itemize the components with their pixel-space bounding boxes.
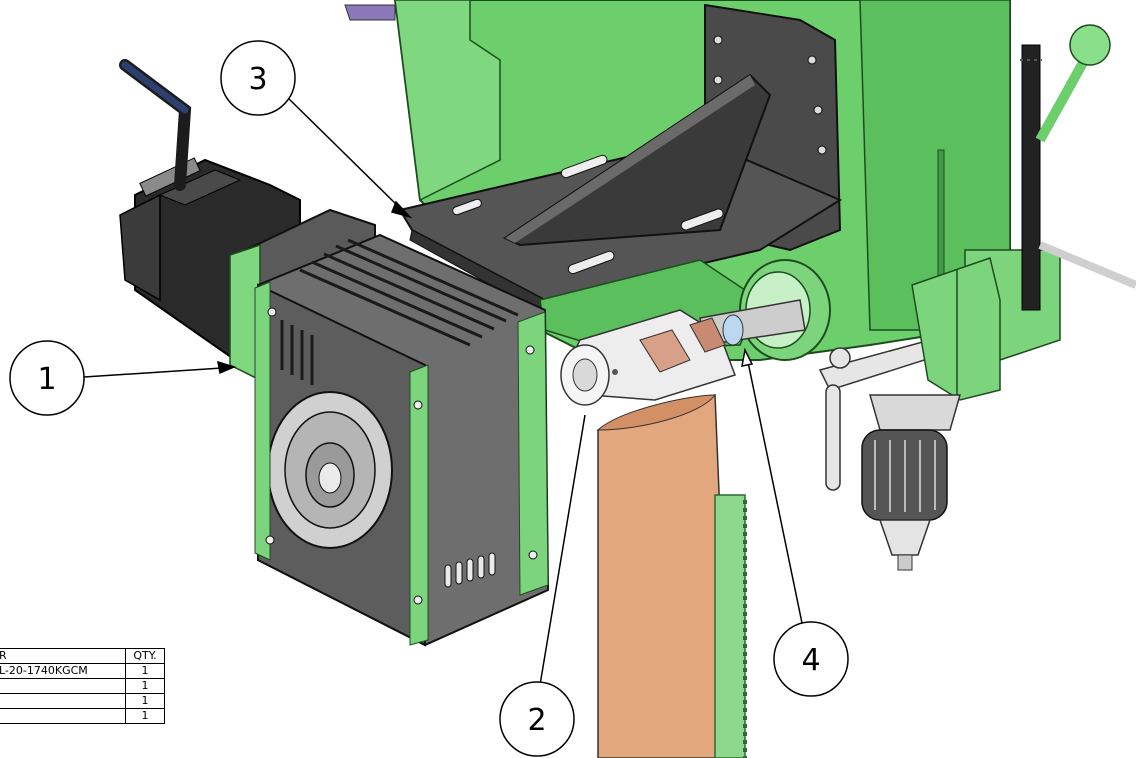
drill-chuck bbox=[861, 394, 961, 571]
drill-column bbox=[596, 394, 747, 758]
bill-of-materials-table: R QTY. L-20-1740KGCM 1 1 1 1 bbox=[0, 648, 165, 724]
top-part-edge bbox=[344, 4, 396, 21]
bom-qty-cell: 1 bbox=[125, 678, 165, 694]
balloon-1: 1 bbox=[9, 340, 85, 416]
leader-line-1 bbox=[83, 367, 223, 378]
bom-header-row: R QTY. bbox=[0, 648, 165, 664]
bom-qty-cell: 1 bbox=[125, 663, 165, 679]
drive-shaft bbox=[699, 299, 806, 346]
feed-handle bbox=[1035, 24, 1136, 289]
bom-row: 1 bbox=[0, 678, 165, 694]
arrowhead-4 bbox=[741, 347, 754, 367]
bom-part-cell bbox=[0, 693, 126, 709]
arrowhead-3 bbox=[390, 200, 413, 219]
feed-rack bbox=[1020, 44, 1042, 311]
arrowhead-1 bbox=[217, 360, 237, 375]
leader-lines bbox=[83, 94, 803, 686]
balloon-3: 3 bbox=[220, 40, 296, 116]
worm-gearbox bbox=[254, 233, 550, 647]
leader-line-4 bbox=[747, 361, 803, 624]
bom-qty-cell: 1 bbox=[125, 693, 165, 709]
bom-row: 1 bbox=[0, 693, 165, 709]
jaw-coupling bbox=[560, 309, 736, 406]
bom-header-qty: QTY. bbox=[125, 648, 165, 664]
bom-qty-cell: 1 bbox=[125, 708, 165, 724]
spindle-block bbox=[911, 257, 1001, 401]
bom-row: L-20-1740KGCM 1 bbox=[0, 663, 165, 679]
bom-part-cell: L-20-1740KGCM bbox=[0, 663, 126, 679]
balloon-4-label: 4 bbox=[801, 643, 820, 678]
balloon-2: 2 bbox=[499, 681, 575, 757]
leader-line-2 bbox=[539, 414, 586, 686]
balloon-4: 4 bbox=[773, 621, 849, 697]
bom-part-cell bbox=[0, 708, 126, 724]
motor-mount-plate bbox=[398, 73, 843, 316]
bom-header-part: R bbox=[0, 648, 126, 664]
bom-part-cell bbox=[0, 678, 126, 694]
quill-lock-lever bbox=[818, 339, 942, 491]
bom-row: 1 bbox=[0, 708, 165, 724]
balloon-3-label: 3 bbox=[248, 62, 267, 97]
leader-line-3 bbox=[284, 94, 403, 211]
balloon-1-label: 1 bbox=[37, 362, 56, 397]
balloon-2-label: 2 bbox=[527, 703, 546, 738]
